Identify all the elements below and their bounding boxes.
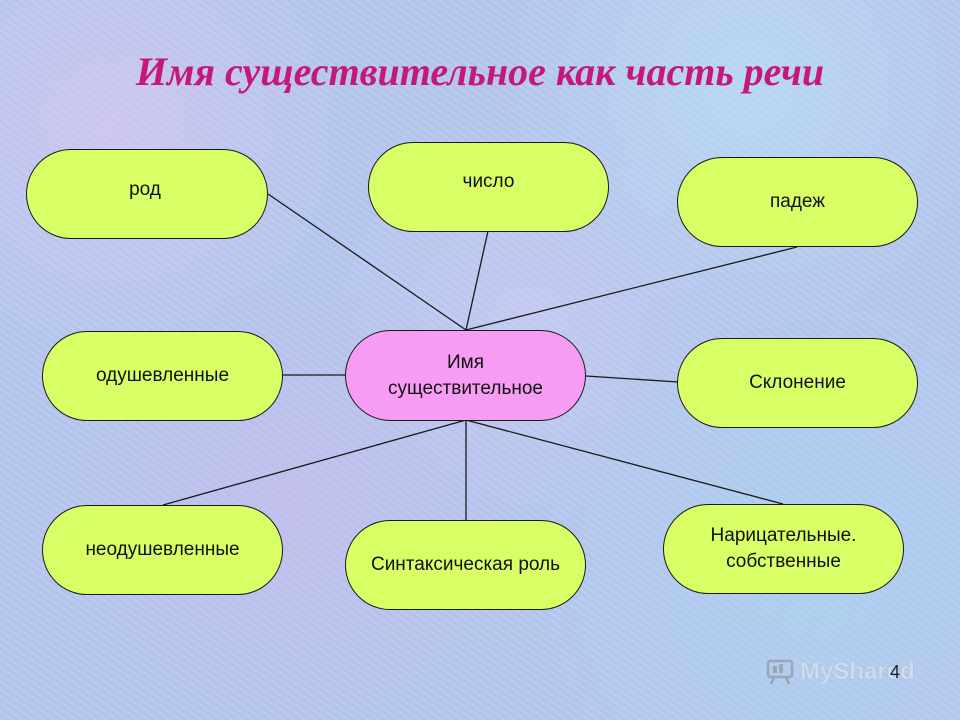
center-label-line2: существительное bbox=[388, 377, 543, 399]
watermark-text: MyShared bbox=[800, 658, 915, 685]
node-narits-label-line1: Нарицательные. bbox=[710, 525, 857, 546]
node-padezh-label: падеж bbox=[769, 191, 825, 212]
node-padezh: падеж bbox=[677, 157, 918, 247]
connector-rod bbox=[267, 193, 467, 331]
connector-chislo bbox=[465, 230, 489, 331]
node-rod-label: род bbox=[129, 179, 161, 200]
node-neodush-label: неодушевленные bbox=[85, 539, 240, 560]
node-chislo-label: число bbox=[462, 171, 515, 192]
node-sklonenie-label: Склонение bbox=[749, 372, 846, 393]
node-narits-label-line2: собственные bbox=[726, 551, 841, 572]
node-narits: Нарицательные. собственные bbox=[663, 504, 904, 594]
node-chislo: число bbox=[368, 142, 609, 232]
node-center-noun: Имя существительное bbox=[345, 330, 586, 421]
slide-number: 4 bbox=[890, 662, 901, 682]
connector-sklonenie bbox=[585, 375, 679, 383]
node-sintaksis-label: Синтаксическая роль bbox=[370, 554, 561, 575]
node-sintaksis: Синтаксическая роль bbox=[345, 520, 586, 610]
node-odush-label: одушевленные bbox=[95, 365, 230, 386]
presentation-icon bbox=[766, 659, 794, 685]
node-sklonenie: Склонение bbox=[677, 338, 918, 428]
center-label-line1: Имя bbox=[446, 351, 484, 373]
node-neodush: неодушевленные bbox=[42, 505, 283, 595]
connector-neodush bbox=[162, 419, 467, 506]
connector-narits bbox=[465, 419, 784, 505]
watermark: MyShared bbox=[766, 658, 915, 686]
node-rod: род bbox=[26, 149, 268, 239]
node-odush: одушевленные bbox=[42, 331, 283, 421]
page-title: Имя существительное как часть речи bbox=[135, 49, 825, 94]
connector-padezh bbox=[465, 246, 798, 331]
